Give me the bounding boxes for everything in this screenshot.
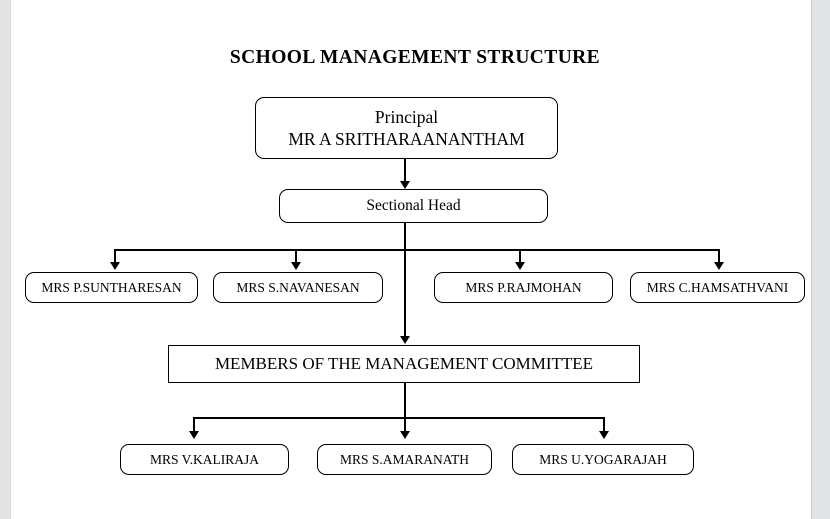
edge-principal-to-sectional-head-line [404, 159, 406, 182]
edge-sectional-head-to-sh-2-line [519, 249, 521, 264]
node-mc-1[interactable]: MRS S.AMARANATH [317, 444, 492, 475]
edge-sectional-head-to-sh-0-line [114, 249, 116, 264]
edge-principal-to-sectional-head-arrowhead [400, 181, 410, 189]
edge-sectional-head-to-sh-1-arrowhead [291, 262, 301, 270]
edge-sectional-head-to-sh-0-arrowhead [110, 262, 120, 270]
node-principal[interactable]: Principal MR A SRITHARAANANTHAM [255, 97, 558, 159]
node-sectional-head-label: Sectional Head [366, 197, 461, 215]
node-principal-role: Principal [374, 106, 439, 127]
edge-sectional-head-to-sh-1-line [295, 249, 297, 264]
edge-sectional-head-trunk [404, 223, 406, 341]
node-sh-3[interactable]: MRS C.HAMSATHVANI [630, 272, 805, 303]
node-committee-label: MEMBERS OF THE MANAGEMENT COMMITTEE [214, 354, 594, 374]
edge-sectional-head-to-committee-arrowhead [400, 336, 410, 344]
edge-committee-to-mc-2-line [603, 417, 605, 433]
node-principal-name: MR A SRITHARAANANTHAM [288, 129, 525, 149]
node-committee[interactable]: MEMBERS OF THE MANAGEMENT COMMITTEE [168, 345, 640, 383]
document-page [10, 0, 812, 519]
node-sh-0-label: MRS P.SUNTHARESAN [41, 279, 182, 295]
node-sectional-head[interactable]: Sectional Head [279, 189, 548, 223]
node-mc-2[interactable]: MRS U.YOGARAJAH [512, 444, 694, 475]
node-sh-1[interactable]: MRS S.NAVANESAN [213, 272, 383, 303]
edge-committee-bus [194, 417, 605, 419]
edge-committee-to-mc-0-arrowhead [189, 431, 199, 439]
node-sh-3-label: MRS C.HAMSATHVANI [646, 279, 789, 295]
node-sh-0[interactable]: MRS P.SUNTHARESAN [25, 272, 198, 303]
node-mc-0[interactable]: MRS V.KALIRAJA [120, 444, 289, 475]
edge-sectional-head-to-sh-3-line [718, 249, 720, 264]
node-mc-1-label: MRS S.AMARANATH [339, 451, 470, 467]
node-sh-1-label: MRS S.NAVANESAN [236, 279, 360, 295]
edge-committee-trunk [404, 383, 406, 435]
node-mc-2-label: MRS U.YOGARAJAH [539, 451, 667, 467]
edge-committee-to-mc-1-arrowhead [400, 431, 410, 439]
edge-sectional-head-bus [115, 249, 720, 251]
node-mc-0-label: MRS V.KALIRAJA [149, 451, 260, 467]
node-sh-2-label: MRS P.RAJMOHAN [465, 279, 582, 295]
page-title: SCHOOL MANAGEMENT STRUCTURE [229, 47, 601, 68]
edge-sectional-head-to-sh-2-arrowhead [515, 262, 525, 270]
edge-sectional-head-to-sh-3-arrowhead [714, 262, 724, 270]
edge-committee-to-mc-0-line [193, 417, 195, 433]
edge-committee-to-mc-2-arrowhead [599, 431, 609, 439]
node-sh-2[interactable]: MRS P.RAJMOHAN [434, 272, 613, 303]
